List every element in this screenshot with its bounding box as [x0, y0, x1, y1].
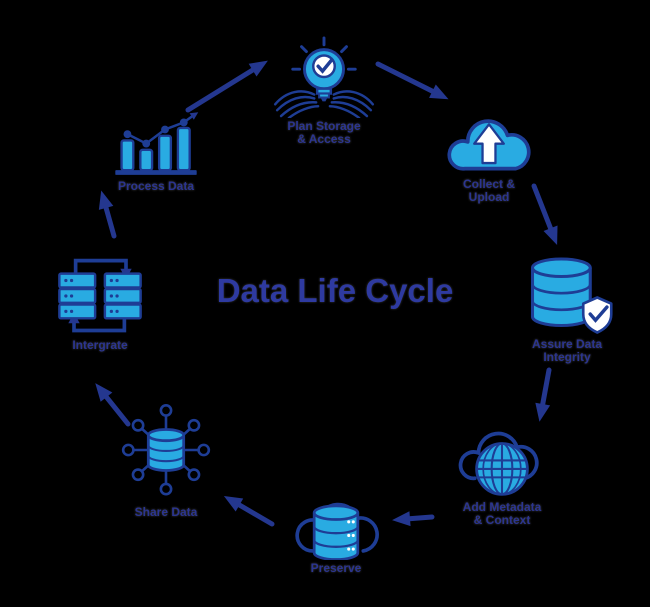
diagram-title: Data Life Cycle	[216, 272, 454, 309]
stage-label: Intergrate	[72, 338, 128, 352]
arrow-assure-to-metadata	[535, 367, 552, 422]
arrow-collect-to-assure	[531, 183, 558, 246]
stage-process-data: Process Data	[96, 106, 216, 193]
globe-cloud-icon	[458, 431, 539, 496]
arrow-preserve-to-share	[223, 495, 275, 527]
stage-label: Collect &Upload	[462, 177, 515, 204]
stage-add-metadata-context: Add Metadata& Context	[442, 420, 562, 527]
arrow-plan-to-collect	[375, 61, 449, 100]
arrow-integrate-to-process	[98, 190, 117, 239]
arrow-process-to-plan	[185, 60, 268, 113]
stage-label: Plan Storage& Access	[287, 119, 361, 146]
lightbulb-check-hands-icon	[273, 36, 375, 118]
arrow-metadata-to-preserve	[392, 511, 435, 527]
stage-label: Preserve	[310, 561, 362, 575]
stage-preserve: Preserve	[276, 480, 396, 575]
database-cloud-icon	[295, 502, 379, 560]
server-sync-icon	[58, 258, 142, 333]
stage-label: Process Data	[117, 179, 195, 193]
database-shield-check-icon	[530, 257, 613, 334]
stage-label: Add Metadata& Context	[462, 500, 542, 527]
bar-chart-trend-icon	[115, 112, 199, 175]
stage-label: Share Data	[134, 505, 198, 519]
arrow-share-to-integrate	[95, 383, 131, 427]
stage-share-data: Share Data	[106, 396, 226, 519]
cloud-upload-icon	[447, 119, 531, 171]
stage-intergrate: Intergrate	[40, 246, 160, 352]
stage-plan-storage-access: Plan Storage& Access	[254, 34, 394, 146]
database-network-icon	[121, 404, 211, 496]
stage-collect-upload: Collect &Upload	[429, 104, 549, 204]
